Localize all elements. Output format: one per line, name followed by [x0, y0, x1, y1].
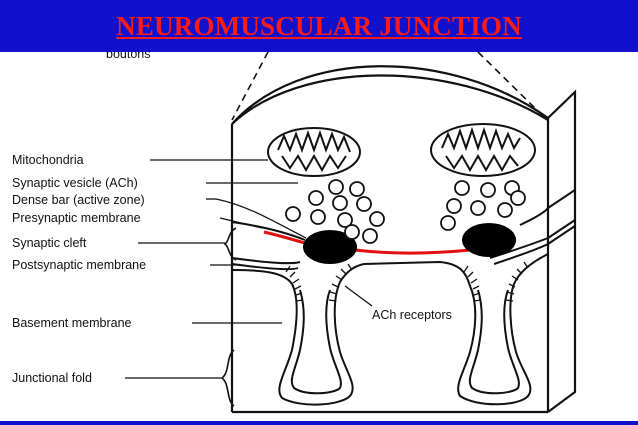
mitochondria-label: Mitochondria	[12, 153, 84, 167]
dense-bar-left	[303, 230, 357, 264]
ach-receptor-marks	[285, 261, 529, 302]
dense-bar-right	[462, 223, 516, 257]
postsynaptic-membrane-label: Postsynaptic membrane	[12, 258, 146, 272]
title-bar: NEUROMUSCULAR JUNCTION	[0, 0, 638, 52]
basement-membrane-label: Basement membrane	[12, 316, 132, 330]
ach-receptors-label: ACh receptors	[372, 308, 452, 322]
presynaptic-membrane-label: Presynaptic membrane	[12, 211, 141, 225]
junctional-fold-label: Junctional fold	[12, 371, 92, 385]
leader-lines	[125, 159, 373, 379]
synaptic-vesicle-label: Synaptic vesicle (ACh)	[12, 176, 138, 190]
page-title: NEUROMUSCULAR JUNCTION	[116, 10, 522, 41]
junctional-folds	[231, 253, 549, 406]
dashed-guide-lines	[231, 51, 546, 121]
synaptic-vesicles	[285, 179, 526, 244]
membrane-lines	[231, 189, 576, 271]
nerve-terminal-block	[230, 65, 577, 414]
bottom-bar	[0, 421, 638, 425]
synaptic-cleft-label: Synaptic cleft	[12, 236, 87, 250]
mitochondrion-left	[267, 127, 361, 177]
dense-bar-label: Dense bar (active zone)	[12, 193, 145, 207]
braces	[220, 227, 237, 407]
mitochondrion-right	[430, 123, 536, 177]
